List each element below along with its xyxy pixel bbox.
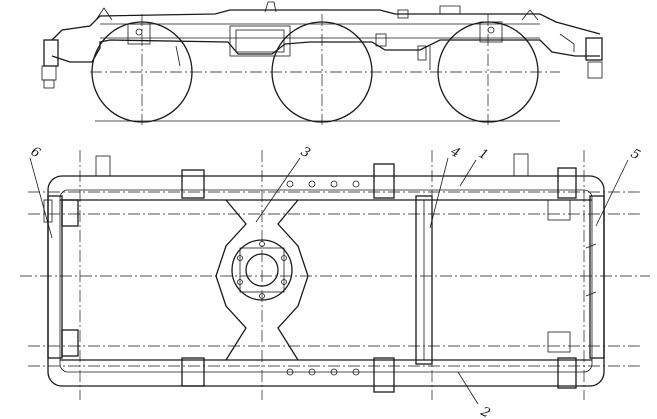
- cross-beam: [415, 195, 433, 365]
- callout-2: 2: [477, 404, 492, 419]
- callout-leaders: [29, 157, 629, 405]
- axle-box-brackets: [61, 163, 577, 393]
- callout-5: 5: [628, 146, 642, 163]
- plan-view: [20, 150, 650, 400]
- right-end-beam: [589, 195, 605, 359]
- callout-3: 3: [298, 144, 312, 161]
- callout-4: 4: [447, 144, 462, 162]
- frame-outline: [47, 175, 605, 387]
- callout-1: 1: [476, 146, 490, 163]
- side-frame-bottom: [51, 39, 600, 63]
- bolster-outline: [215, 199, 309, 361]
- left-end-beam: [47, 195, 63, 359]
- centre-pivot: [231, 239, 293, 301]
- side-frame-top: [51, 9, 601, 41]
- side-beam-bolts: [286, 180, 360, 376]
- pivot-bolts: [237, 241, 287, 299]
- left-end-bracket: [43, 39, 59, 67]
- side-view: [41, 1, 603, 125]
- right-end-bracket: [585, 37, 603, 61]
